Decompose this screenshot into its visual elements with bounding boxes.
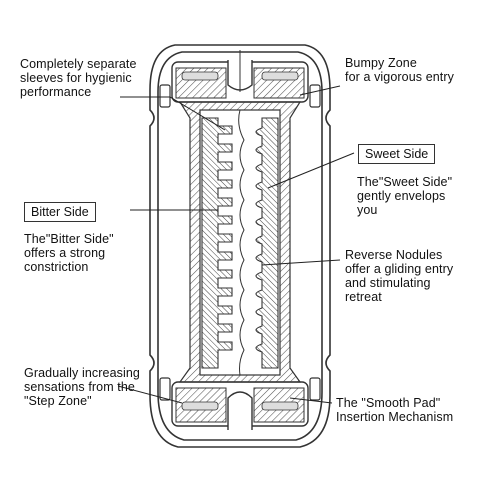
leader-step-zone (117, 385, 183, 404)
leader-smooth-pad (289, 397, 333, 404)
central-passage (238, 109, 245, 376)
leader-separate-sleeves (120, 96, 226, 131)
leader-reverse-nodules (261, 259, 341, 266)
leader-sweet-side (267, 152, 355, 189)
leader-lines (117, 85, 355, 404)
tag-bitter-side: Bitter Side (24, 202, 96, 222)
label-sweet-side-desc: The"Sweet Side" gently envelops you (357, 175, 453, 217)
label-separate-sleeves: Completely separate sleeves for hygienic… (20, 57, 137, 99)
outer-casing (149, 44, 331, 448)
label-reverse-nodules: Reverse Nodules offer a gliding entry an… (345, 248, 454, 304)
label-smooth-pad: The "Smooth Pad" Insertion Mechanism (336, 396, 454, 424)
label-step-zone: Gradually increasing sensations from the… (24, 366, 140, 408)
leader-bumpy-zone (299, 85, 341, 96)
sweet-side-channel (255, 117, 279, 369)
tag-sweet-side: Sweet Side (358, 144, 436, 164)
label-bumpy-zone: Bumpy Zone for a vigorous entry (345, 56, 454, 84)
bottom-cap (171, 381, 309, 430)
top-cap (171, 50, 309, 103)
casing-clips (159, 84, 321, 401)
bitter-side-channel (201, 117, 233, 369)
label-bitter-side-desc: The"Bitter Side" offers a strong constri… (24, 232, 114, 274)
